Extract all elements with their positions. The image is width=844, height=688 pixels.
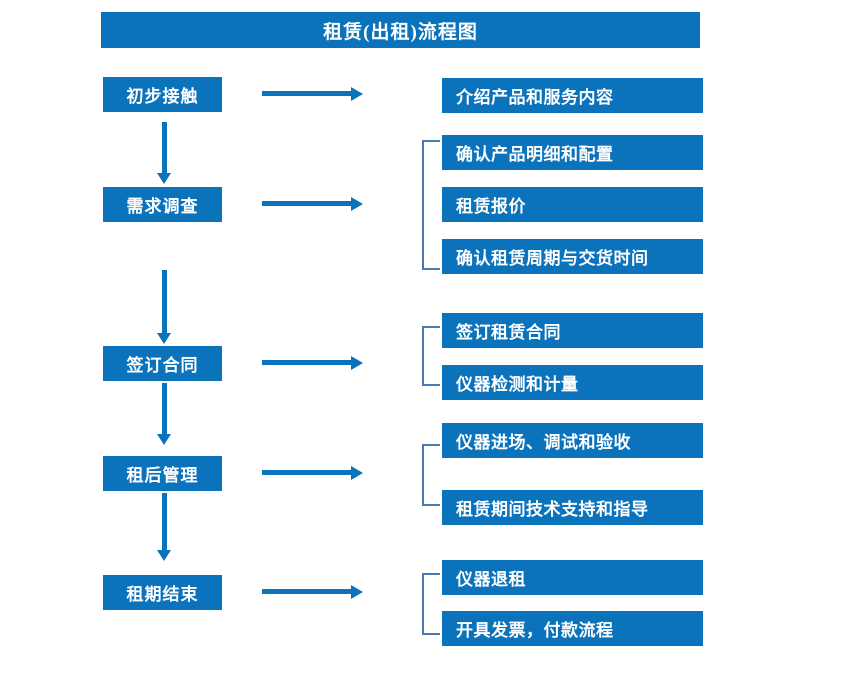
detail-box-d9[interactable]: 仪器退租 xyxy=(442,560,703,595)
arrow-down-contact-to-survey xyxy=(157,122,171,184)
arrow-head-icon xyxy=(351,585,363,599)
group-bracket-survey xyxy=(422,140,440,270)
arrow-shaft xyxy=(262,201,352,206)
arrow-shaft xyxy=(162,493,167,550)
stage-box-contact[interactable]: 初步接触 xyxy=(103,77,222,112)
arrow-head-icon xyxy=(157,333,171,344)
arrow-head-icon xyxy=(351,87,363,101)
detail-box-d5[interactable]: 签订租赁合同 xyxy=(442,313,703,348)
arrow-head-icon xyxy=(157,550,171,561)
stage-box-contract[interactable]: 签订合同 xyxy=(103,346,222,381)
stage-box-postrent[interactable]: 租后管理 xyxy=(103,456,222,491)
arrow-right-postrent xyxy=(262,465,363,481)
arrow-down-postrent-to-endterm xyxy=(157,493,171,561)
arrow-down-contract-to-postrent xyxy=(157,383,171,445)
arrow-head-icon xyxy=(351,197,363,211)
arrow-head-icon xyxy=(351,356,363,370)
arrow-shaft xyxy=(162,270,167,333)
detail-box-d8[interactable]: 租赁期间技术支持和指导 xyxy=(442,490,703,525)
arrow-shaft xyxy=(262,360,352,365)
arrow-shaft xyxy=(162,383,167,434)
group-bracket-contract xyxy=(422,326,440,386)
arrow-shaft xyxy=(262,470,352,475)
detail-box-d2[interactable]: 确认产品明细和配置 xyxy=(442,135,703,170)
group-bracket-postrent xyxy=(422,444,440,506)
arrow-right-contract xyxy=(262,355,363,371)
detail-box-d3[interactable]: 租赁报价 xyxy=(442,187,703,222)
detail-box-d6[interactable]: 仪器检测和计量 xyxy=(442,365,703,400)
arrow-right-survey xyxy=(262,196,363,212)
arrow-head-icon xyxy=(157,434,171,445)
arrow-right-contact xyxy=(262,86,363,102)
chart-title: 租赁(出租)流程图 xyxy=(101,12,700,48)
group-bracket-endterm xyxy=(422,573,440,635)
arrow-down-survey-to-contract xyxy=(157,270,171,344)
stage-box-survey[interactable]: 需求调查 xyxy=(103,187,222,222)
arrow-head-icon xyxy=(157,173,171,184)
detail-box-d10[interactable]: 开具发票，付款流程 xyxy=(442,611,703,646)
arrow-shaft xyxy=(262,91,352,96)
arrow-shaft xyxy=(162,122,167,173)
detail-box-d1[interactable]: 介绍产品和服务内容 xyxy=(442,78,703,113)
detail-box-d4[interactable]: 确认租赁周期与交货时间 xyxy=(442,239,703,274)
arrow-head-icon xyxy=(351,466,363,480)
detail-box-d7[interactable]: 仪器进场、调试和验收 xyxy=(442,423,703,458)
arrow-right-endterm xyxy=(262,584,363,600)
stage-box-endterm[interactable]: 租期结束 xyxy=(103,575,222,610)
arrow-shaft xyxy=(262,589,352,594)
